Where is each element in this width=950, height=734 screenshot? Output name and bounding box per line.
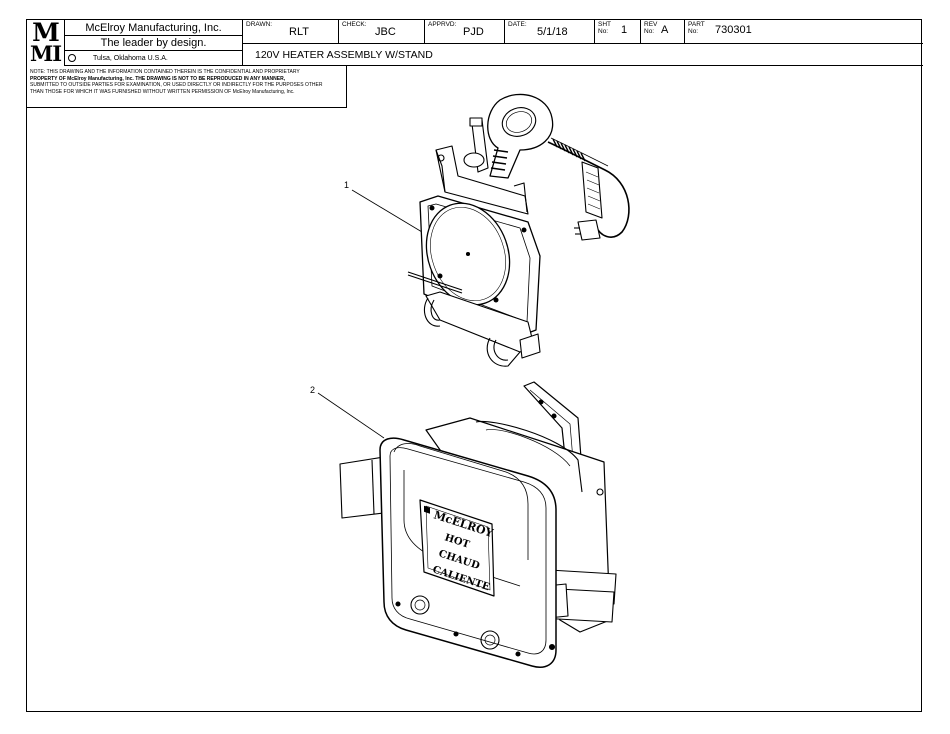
stand-foot-hole-left: [410, 595, 430, 615]
strain-relief-coil: [552, 138, 586, 162]
sheet-no-value: 1: [621, 24, 628, 36]
rev-no-label: REV No:: [644, 21, 658, 35]
drawn-cell: DRAWN: RLT: [243, 20, 339, 44]
sheet-no-label: SHT No:: [598, 21, 611, 35]
rev-no-cell: REV No: A: [641, 20, 685, 44]
mcelroy-logo: M MI: [27, 20, 65, 66]
note-line: NOTE: THIS DRAWING AND THE INFORMATION C…: [30, 69, 300, 75]
part-no-value: 730301: [715, 24, 752, 36]
apprvd-label: APPRVD:: [428, 21, 457, 28]
confidentiality-note: NOTE: THIS DRAWING AND THE INFORMATION C…: [27, 66, 347, 108]
company-tagline: The leader by design.: [65, 36, 243, 51]
drawing-sheet: M MI McElroy Manufacturing, Inc. The lea…: [26, 19, 923, 712]
date-value: 5/1/18: [537, 26, 568, 38]
note-line: THAN THOSE FOR WHICH IT WAS FURNISHED WI…: [30, 88, 295, 95]
company-name: McElroy Manufacturing, Inc.: [65, 20, 243, 36]
drawing-title: 120V HEATER ASSEMBLY W/STAND: [243, 44, 923, 66]
apprvd-cell: APPRVD: PJD: [425, 20, 505, 44]
logo-top-text: M: [32, 18, 60, 47]
note-line: PROPERTY OF McElroy Manufacturing, Inc. …: [30, 75, 286, 82]
registered-mark-icon: [68, 54, 76, 62]
note-line: SUBMITTED TO OUTSIDE PARTIES FOR EXAMINA…: [30, 82, 323, 88]
date-cell: DATE: 5/1/18: [505, 20, 595, 44]
handle-grip-ridges: [490, 149, 509, 171]
heater-stand: McELROY HOT CHAUD CALIENTE: [317, 381, 617, 668]
check-label: CHECK:: [342, 21, 367, 28]
apprvd-value: PJD: [463, 26, 484, 38]
company-location: Tulsa, Oklahoma U.S.A.: [65, 51, 243, 66]
part-no-label: PART No:: [688, 21, 705, 35]
title-block: M MI McElroy Manufacturing, Inc. The lea…: [27, 20, 923, 66]
logo-bottom-text: MI: [29, 41, 62, 66]
item-balloon-2: 2: [310, 385, 316, 395]
date-label: DATE:: [508, 21, 527, 28]
item2-leader-line: [317, 392, 385, 439]
item1-leader-line: [351, 189, 433, 239]
check-cell: CHECK: JBC: [339, 20, 425, 44]
sheet-no-cell: SHT No: 1: [595, 20, 641, 44]
drawn-value: RLT: [289, 26, 309, 38]
rev-no-value: A: [661, 24, 669, 36]
drawn-label: DRAWN:: [246, 21, 273, 28]
item-balloon-1: 1: [344, 180, 350, 190]
heater-assembly: [351, 93, 630, 367]
handle-grip-hole: [501, 107, 537, 137]
part-no-cell: PART No: 730301: [685, 20, 923, 44]
check-value: JBC: [375, 26, 396, 38]
power-plug: [577, 219, 601, 241]
stand-foot-hole-right: [480, 630, 500, 650]
power-cord: [547, 141, 630, 238]
